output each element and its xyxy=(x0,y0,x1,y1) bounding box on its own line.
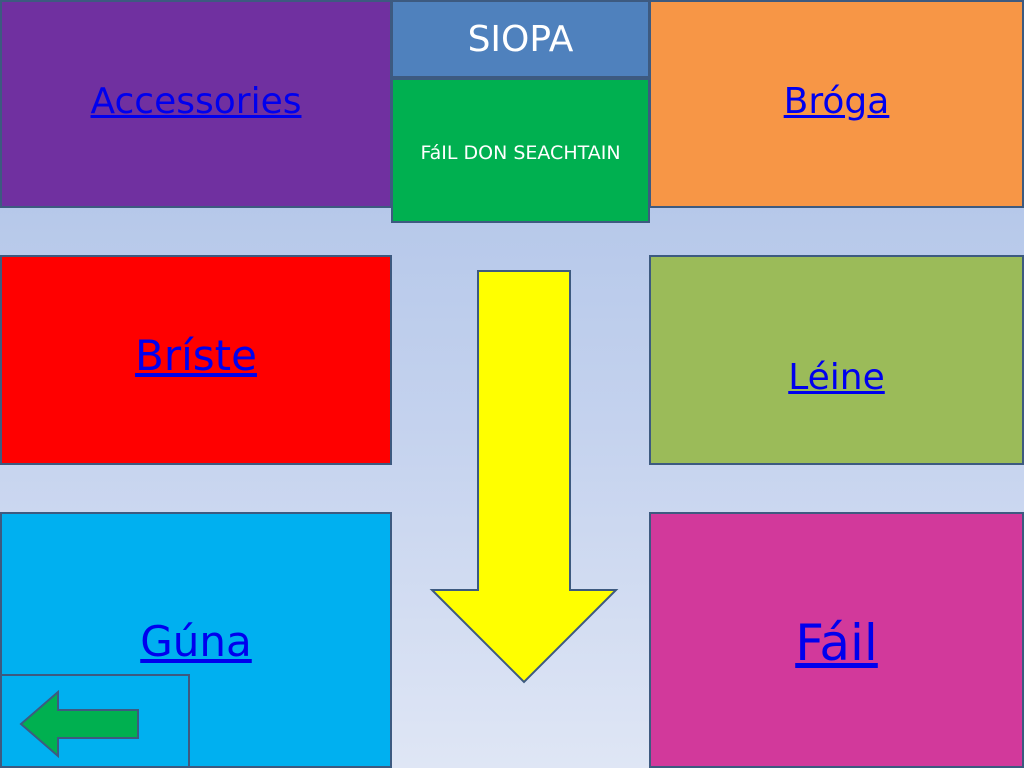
back-button[interactable] xyxy=(0,674,190,768)
broga-link[interactable]: Bróga xyxy=(783,80,890,122)
page-title: SIOPA xyxy=(391,0,650,78)
tile-briste: Bríste xyxy=(0,255,392,465)
accessories-link[interactable]: Accessories xyxy=(90,80,302,122)
guna-link[interactable]: Gúna xyxy=(140,616,252,666)
back-arrow-icon xyxy=(19,690,139,758)
tile-fail: Fáil xyxy=(649,512,1024,768)
tile-accessories: Accessories xyxy=(0,0,392,208)
down-arrow-icon xyxy=(429,270,619,684)
briste-link[interactable]: Bríste xyxy=(135,330,257,380)
subtitle-banner: FáIL DON SEACHTAIN xyxy=(391,78,650,223)
leine-link[interactable]: Léine xyxy=(788,356,885,398)
fail-link[interactable]: Fáil xyxy=(795,614,878,672)
tile-leine: Léine xyxy=(649,255,1024,465)
tile-broga: Bróga xyxy=(649,0,1024,208)
